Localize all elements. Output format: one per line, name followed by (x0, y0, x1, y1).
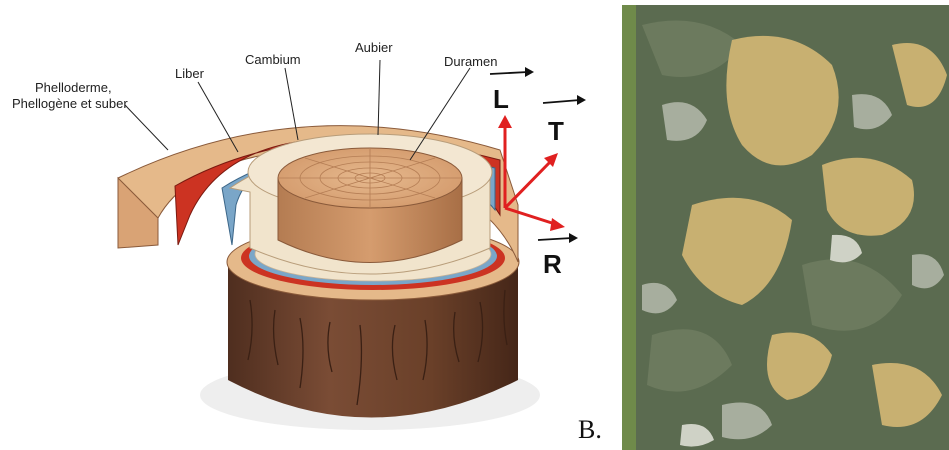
label-duramen: Duramen (444, 54, 497, 69)
label-aubier: Aubier (355, 40, 393, 55)
label-phelloderme-2: Phellogène et suber (12, 96, 128, 111)
label-liber: Liber (175, 66, 205, 81)
axis-r-label: R (543, 249, 562, 279)
panel-b-label: B. (578, 415, 602, 445)
plane-tree-bark-photo (622, 5, 949, 450)
label-phelloderme-1: Phelloderme, (35, 80, 112, 95)
wood-structure-diagram: Phelloderme, Phellogène et suber Liber C… (0, 0, 600, 450)
axis-l-label: L (493, 84, 509, 114)
axis-t-label: T (548, 116, 564, 146)
label-cambium: Cambium (245, 52, 301, 67)
